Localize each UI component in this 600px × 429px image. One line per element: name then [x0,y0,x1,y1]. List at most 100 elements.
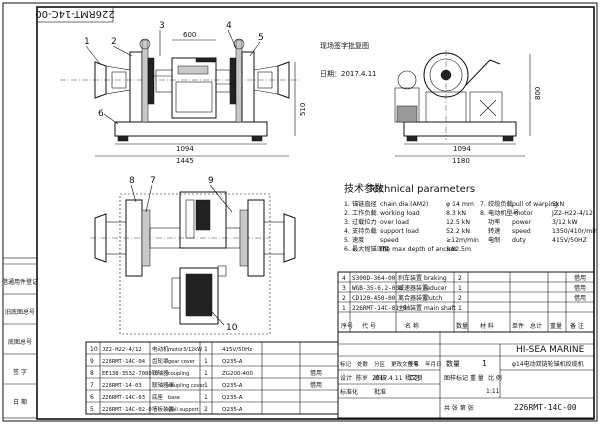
params-title-cn: 技术参数 [344,182,384,195]
part-code: WGB-35-6.2-00B [352,285,403,292]
param-value: JZ2-H22-4/12 [551,210,593,217]
plan-view [90,191,296,335]
part-name-en: main shaft [424,305,457,312]
part-name: 齿轮罩 [152,357,169,365]
part-material: Q235-A [222,395,243,401]
svg-text:1445: 1445 [176,157,194,165]
param-number: 8. [480,210,486,217]
param-number: 1. [344,201,350,208]
param-label-cn: 转速 [488,227,500,235]
param-label-en: over load [380,219,409,226]
part-name: 主轴装置 [398,304,422,312]
header-name: 名 称 [405,322,419,330]
dimensions-front: 600 1094 1445 510 [95,31,307,165]
side-register-label: 底图总号 [8,338,32,346]
param-value: 1350/410r/min [552,228,598,235]
part-name-en: wall support [168,407,199,413]
svg-text:1180: 1180 [452,157,470,165]
part-name: 刹车装置 [398,274,422,282]
part-qty: 2 [458,275,462,282]
callouts-front: 1 2 3 4 5 6 [84,21,264,125]
signature-role: 审核 [374,374,386,382]
revision-header: 签名 [408,360,419,368]
part-code: 226RMT-14C-03 [102,395,145,401]
part-qty: 2 [204,406,208,413]
param-label-en: working load [380,210,420,217]
param-label-en: chain dia.(AM2) [380,201,428,208]
param-label-en: duty [512,237,526,244]
part-code: CD120-450-00 [352,295,396,302]
part-name: 墙板装置 [152,405,175,413]
param-value: 8.3 kN [446,210,466,217]
svg-text:10: 10 [226,323,238,333]
part-code: 226RMT-14C-02-0 [102,407,152,413]
svg-text:1094: 1094 [176,145,194,153]
part-number: 10 [90,346,98,353]
revision-header: 年月日 [425,360,442,368]
param-label-en: -motor [512,210,533,217]
param-label-en: speed [512,228,531,235]
param-value: 12.5 kN [446,219,470,226]
callouts-plan: 8 7 9 10 [129,176,238,333]
param-label-cn: 工作负载 [352,209,377,217]
param-value: φ 14 mm [446,201,474,208]
side-register-label: 签 字 [13,368,27,376]
part-name-en: coupling cover [168,383,206,389]
part-code: 226RMT-14C-01-0 [352,305,407,312]
checker-name: 杨文良 [405,374,423,382]
param-label-en: speed [380,237,399,244]
part-name: 减速器装置 [398,284,428,292]
part-code: 226RMT-14-03 [102,383,142,389]
part-code: 226RMT-14C-04 [102,359,146,365]
design-date: 2017.4.11 [372,375,403,382]
svg-text:8: 8 [129,176,135,186]
param-number: 5. [344,237,350,244]
param-label-en: power [512,219,532,226]
part-name: 电动机 [152,345,169,353]
scale-label: 比 例 [488,374,502,382]
svg-text:510: 510 [299,103,307,116]
part-qty: 1 [458,285,462,292]
part-qty: 1 [204,346,208,353]
param-label-cn: 速度 [352,236,364,244]
param-label-cn: 锚链直径 [352,200,377,208]
product-name: φ14电动双链轮锚机绞缆机 [512,360,584,368]
part-code: EE138-3532-7080-0 [102,371,158,377]
part-name-en: base [168,395,180,401]
drawing-number-stamp: 226RMT-14C-00 [35,6,115,23]
svg-text:1094: 1094 [453,145,471,153]
header-total: 总计 [530,322,542,330]
part-qty: 1 [204,370,208,377]
param-number: 3. [344,219,350,226]
inner-frame [36,6,595,420]
warping-head-right [277,61,290,99]
param-label-en: support load [380,228,419,235]
part-qty: 2 [458,295,462,302]
part-note: 借用 [574,294,586,302]
front-view [60,38,300,142]
part-material: Q235-A [222,359,243,365]
param-label-cn: 电制 [488,236,500,244]
revision-header: 分区 [374,360,386,368]
part-name-en: motor3/12kW [168,347,202,353]
svg-text:4: 4 [226,21,232,31]
part-name: 联轴器罩 [152,381,175,389]
svg-text:7: 7 [150,176,156,186]
wall-plate-left [129,51,143,123]
part-qty: 1 [458,305,462,312]
param-label-cn: 功率 [488,218,500,226]
param-label-en: the max depth of anchor [380,246,457,253]
header-qty: 数量 [456,322,468,330]
side-register-label: 旧底图总号 [5,308,35,316]
param-number: 6. [344,246,350,253]
part-note: 借用 [310,381,322,389]
part-note: 借用 [310,369,322,377]
designer-name: 陈岁 [356,374,368,382]
svg-text:6: 6 [98,109,104,119]
part-number: 6 [90,394,94,401]
part-name-en: reducer [424,285,448,292]
part-qty: 1 [204,358,208,365]
qty-label: 数量 [446,359,460,368]
